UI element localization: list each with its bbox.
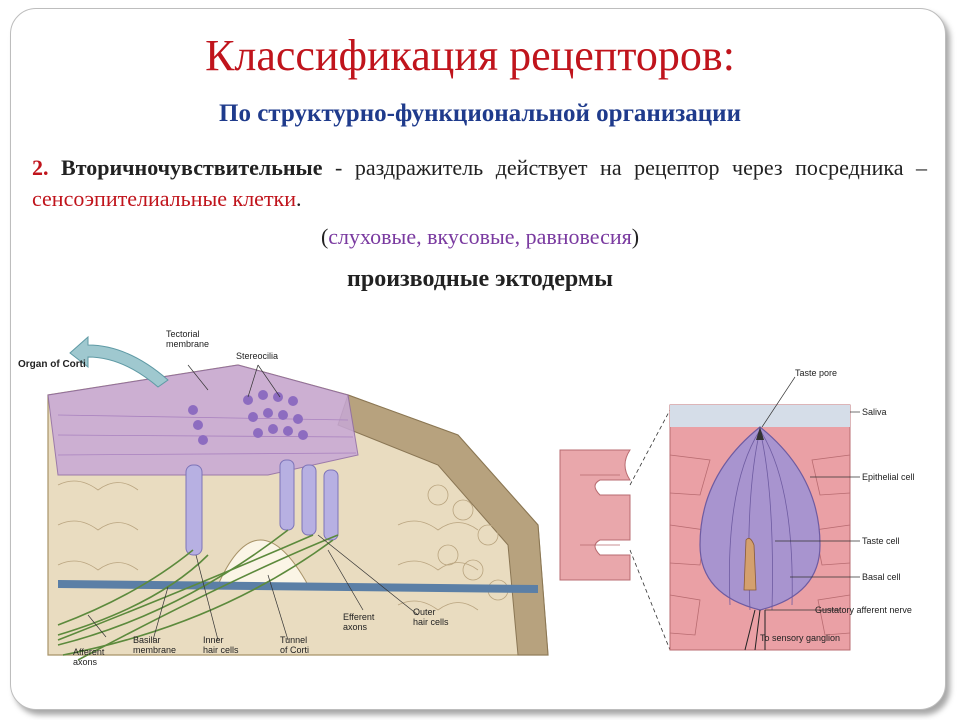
gustatory-nerve-label: Gustatory afferent nerve	[815, 605, 912, 615]
slide-title: Классификация рецепторов:	[205, 31, 735, 80]
taste-cell-label: Taste cell	[862, 536, 900, 546]
sensory-ganglion-label: To sensory ganglion	[760, 633, 840, 643]
item-number: 2.	[32, 155, 49, 180]
stereocilia-label: Stereocilia	[236, 351, 278, 361]
taste-pore-label: Taste pore	[795, 368, 837, 378]
item-highlight: сенсоэпителиальные клетки	[32, 186, 297, 211]
saliva-label: Saliva	[862, 407, 887, 417]
examples-open: (	[320, 224, 329, 249]
examples-text: слуховые, вкусовые, равновесия	[328, 224, 632, 249]
item-term: Вторичночувствительные	[61, 155, 323, 180]
examples-close: )	[631, 224, 640, 249]
slide-subtitle: По структурно-функциональной организации	[219, 100, 741, 127]
item-text-2: .	[296, 186, 302, 211]
definition-paragraph: 2. Вторичночувствительные - раздражитель…	[32, 152, 927, 214]
derivative-line: производные эктодермы	[347, 266, 613, 292]
organ-of-corti-label: Organ of Corti	[18, 359, 86, 370]
epithelial-cell-label: Epithelial cell	[862, 472, 915, 482]
taste-bud-diagram: Taste pore Saliva Epithelial cell Taste …	[559, 368, 915, 651]
item-text-1: - раздражитель действует на рецептор чер…	[322, 155, 928, 180]
basal-cell-label: Basal cell	[862, 572, 901, 582]
examples-line: (слуховые, вкусовые, равновесия)	[0, 224, 960, 250]
